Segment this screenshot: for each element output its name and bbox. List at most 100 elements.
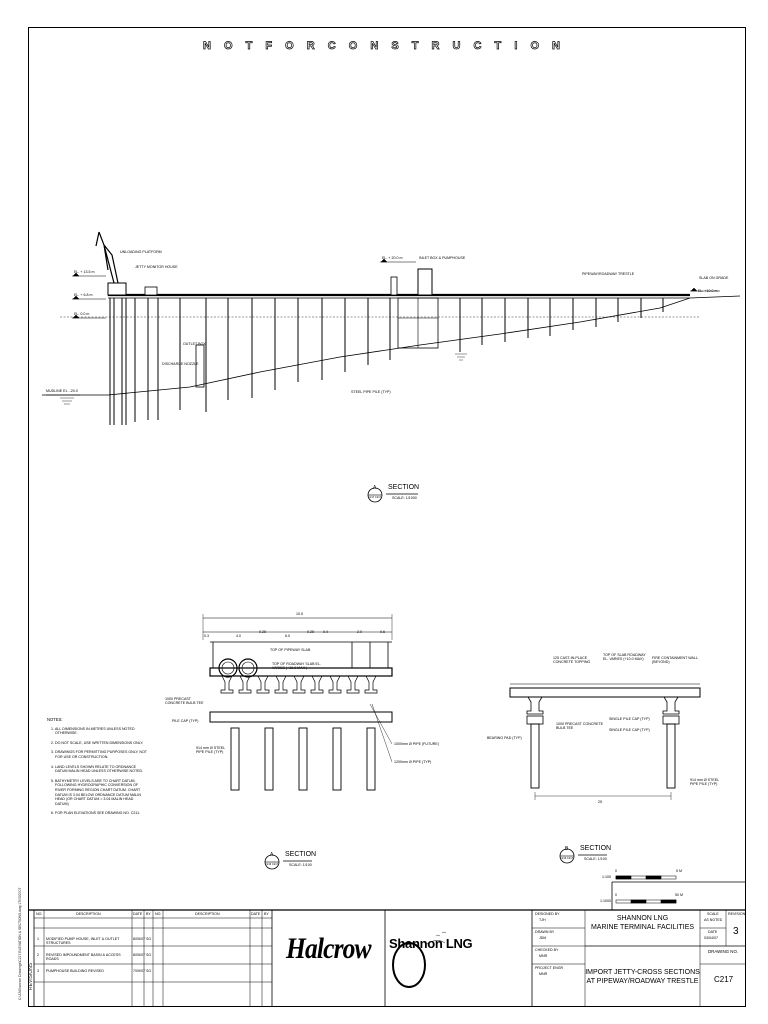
piles — [109, 298, 664, 425]
bulb-tees — [220, 675, 378, 694]
rev-header-date-2: DATE — [251, 912, 261, 916]
section-a-pipe-2: 1200mm Ø PIPE (TYP) — [394, 760, 432, 764]
section-a-profile-scale: SCALE: 1/1000 — [392, 496, 417, 500]
pumphouse — [417, 268, 433, 296]
rev-row-no: 2 — [37, 953, 39, 957]
rev-header-desc: DESCRIPTION — [76, 912, 101, 916]
label-unloading-platform: UNLOADING PLATFORM — [120, 250, 162, 254]
label-slab-on-grade: SLAB ON GRADE — [699, 276, 729, 280]
section-b-pile-left — [530, 723, 540, 789]
drawing-title: IMPORT JETTY-CROSS SECTIONS AT PIPEWAY/R… — [585, 968, 700, 986]
scalebar-1-end: 5 M — [676, 869, 682, 873]
label-outlet-box: OUTLET BOX — [183, 342, 206, 346]
section-a-profile-ref: C217 C217 — [368, 496, 382, 499]
note-item: FOR PLAN ELEVATIONS SEE DRAWING NO. C211… — [55, 811, 147, 816]
section-b-steel-pile: 914 mm Ø STEEL PIPE PILE (TYP) — [690, 778, 720, 787]
rev-header-date: DATE — [133, 912, 143, 916]
notes-block: NOTES: ALL DIMENSIONS IN METRES UNLESS N… — [47, 717, 147, 821]
section-a-top-slab: TOP OF PIPEWAY SLAB — [270, 648, 311, 652]
label-el-0-0: EL. 0.0 m — [74, 312, 90, 316]
rev-header-by: BY — [146, 912, 151, 916]
section-a-dim: 0.3 — [204, 634, 209, 638]
section-a-dim: 6.0 — [285, 634, 290, 638]
section-a-dim: 0.25 — [259, 630, 266, 634]
scalebar-2-label: 1:1000 — [600, 899, 611, 903]
section-b-letter: B — [565, 846, 569, 852]
section-b-wall: FIRE CONTAINMENT WALL (BEYOND) — [652, 656, 698, 665]
designed-by: TJH — [539, 918, 546, 922]
section-b-pile-cap-right — [662, 715, 680, 725]
rev-row-date: 7/09/07 — [133, 969, 145, 973]
drawn-by-label: DRAWN BY — [535, 930, 555, 934]
file-path-stamp: C:\JJ\Shannon Drawings\C217 ELEVATION & … — [18, 887, 22, 1000]
rev-header-no: NO. — [36, 912, 43, 916]
rev-row-date: 8/05/07 — [133, 937, 145, 941]
date-label: DATE — [708, 930, 718, 934]
label-seabed: MUDLINE EL. -20.0 — [46, 389, 78, 393]
outlet-box — [195, 344, 205, 388]
section-a-pile-cap: PILE CAP (TYP) — [172, 719, 199, 723]
section-a-dim: 4.0 — [236, 634, 241, 638]
note-item: DRAWINGS FOR PERMITTING PURPOSES ONLY, N… — [55, 750, 147, 759]
drawing-title-line-2: AT PIPEWAY/ROADWAY TRESTLE — [586, 978, 699, 985]
section-b-pile-cap-left — [526, 715, 544, 725]
section-a-dim: 0.6 — [380, 630, 385, 634]
revision-value: 3 — [733, 926, 739, 937]
label-discharge-nozzle: DISCHARGE NOZZLE — [162, 362, 199, 366]
date-value: 03/04/07 — [704, 936, 718, 940]
rev-row-by: SG — [146, 953, 152, 957]
section-b-pile-right — [666, 723, 676, 789]
note-item: LAND LEVELS SHOWN RELATE TO ORDNANCE DAT… — [55, 765, 147, 774]
section-b-scale: SCALE: 1/100 — [584, 857, 607, 861]
scalebar-1-start: 0 — [615, 869, 617, 873]
note-item: DO NOT SCALE, USE WRITTEN DIMENSIONS ONL… — [55, 741, 147, 746]
scalebar-2-start: 0 — [615, 893, 617, 897]
label-jetty-monitor: JETTY MONITOR HOUSE — [135, 265, 178, 269]
drawing-no: C217 — [714, 975, 734, 984]
loading-arm — [95, 231, 119, 284]
notes-title: NOTES: — [47, 717, 63, 722]
section-b-ref: C216 C217 — [560, 857, 574, 860]
section-a-letter: A — [270, 852, 274, 858]
label-inlet-box: INLET BOX & PUMPHOUSE — [419, 256, 466, 260]
section-a-profile-title: SECTION — [388, 484, 420, 491]
checked-by-label: CHECKED BY — [535, 948, 559, 952]
section-b-title: SECTION — [580, 845, 612, 852]
checked-by: MNR — [539, 954, 548, 958]
label-pipeway: PIPEWAY/ROADWAY TRESTLE — [582, 272, 635, 276]
rev-row-no: 3 — [37, 969, 39, 973]
project-engr-label: PROJECT ENGR — [535, 966, 564, 970]
section-a-title: SECTION — [285, 851, 317, 858]
section-b-pile-cap-1: SINGLE PILE CAP (TYP) — [609, 717, 650, 721]
rev-row-date: 8/05/07 — [133, 953, 145, 957]
section-a-dim: 0.4 — [323, 630, 328, 634]
section-a-dim: 0.25 — [307, 630, 314, 634]
drawing-no-label: DRAWING NO. — [708, 950, 739, 954]
section-a-overall-dim: 10.5 — [296, 612, 303, 616]
section-b-span: 25 — [598, 800, 602, 804]
unloading-platform — [107, 282, 127, 296]
scalebar-2-end: 50 M — [675, 893, 683, 897]
section-a-steel-pile: 914 mm Ø STEEL PIPE PILE (TYP) — [196, 746, 226, 755]
section-b-slab — [509, 687, 701, 698]
not-for-construction-banner: N O T F O R C O N S T R U C T I O N — [203, 40, 565, 53]
section-a-pile-cap — [209, 711, 393, 723]
section-a-scale: SCALE: 1/100 — [289, 863, 312, 867]
section-b-top-road: TOP OF SLAB ROADWAY EL. VARIES (+10.0 MA… — [603, 653, 646, 662]
label-steel-pipe-pile: STEEL PIPE PILE (TYP) — [351, 390, 391, 394]
rev-header-by-2: BY — [264, 912, 269, 916]
label-el-13-5: EL. + 13.5 m — [74, 270, 95, 274]
client-line-2: MARINE TERMINAL FACILITIES — [590, 924, 695, 931]
section-b-bearing: BEARING PAD (TYP) — [487, 736, 522, 740]
note-item: ALL DIMENSIONS IN METRES UNLESS NOTED OT… — [55, 727, 147, 736]
section-a-pipe-future: 1000mm Ø PIPE (FUTURE) — [394, 742, 439, 746]
section-b-topping: 125 CAST-IN-PLACE CONCRETE TOPPING — [553, 656, 591, 665]
shannon-lng-logo: Shannon LNG — [389, 936, 473, 951]
monitor-house — [144, 286, 158, 296]
section-b-bulb-tee: 1000 PRECAST CONCRETE BULB TEE — [556, 722, 604, 731]
section-a-profile-letter: A — [373, 485, 377, 491]
rev-row-by: SG — [146, 969, 152, 973]
rev-row-desc: PUMPHOUSE BUILDING REVISED — [46, 969, 104, 973]
section-b-pile-cap-2: SINGLE PILE CAP (TYP) — [609, 728, 650, 732]
